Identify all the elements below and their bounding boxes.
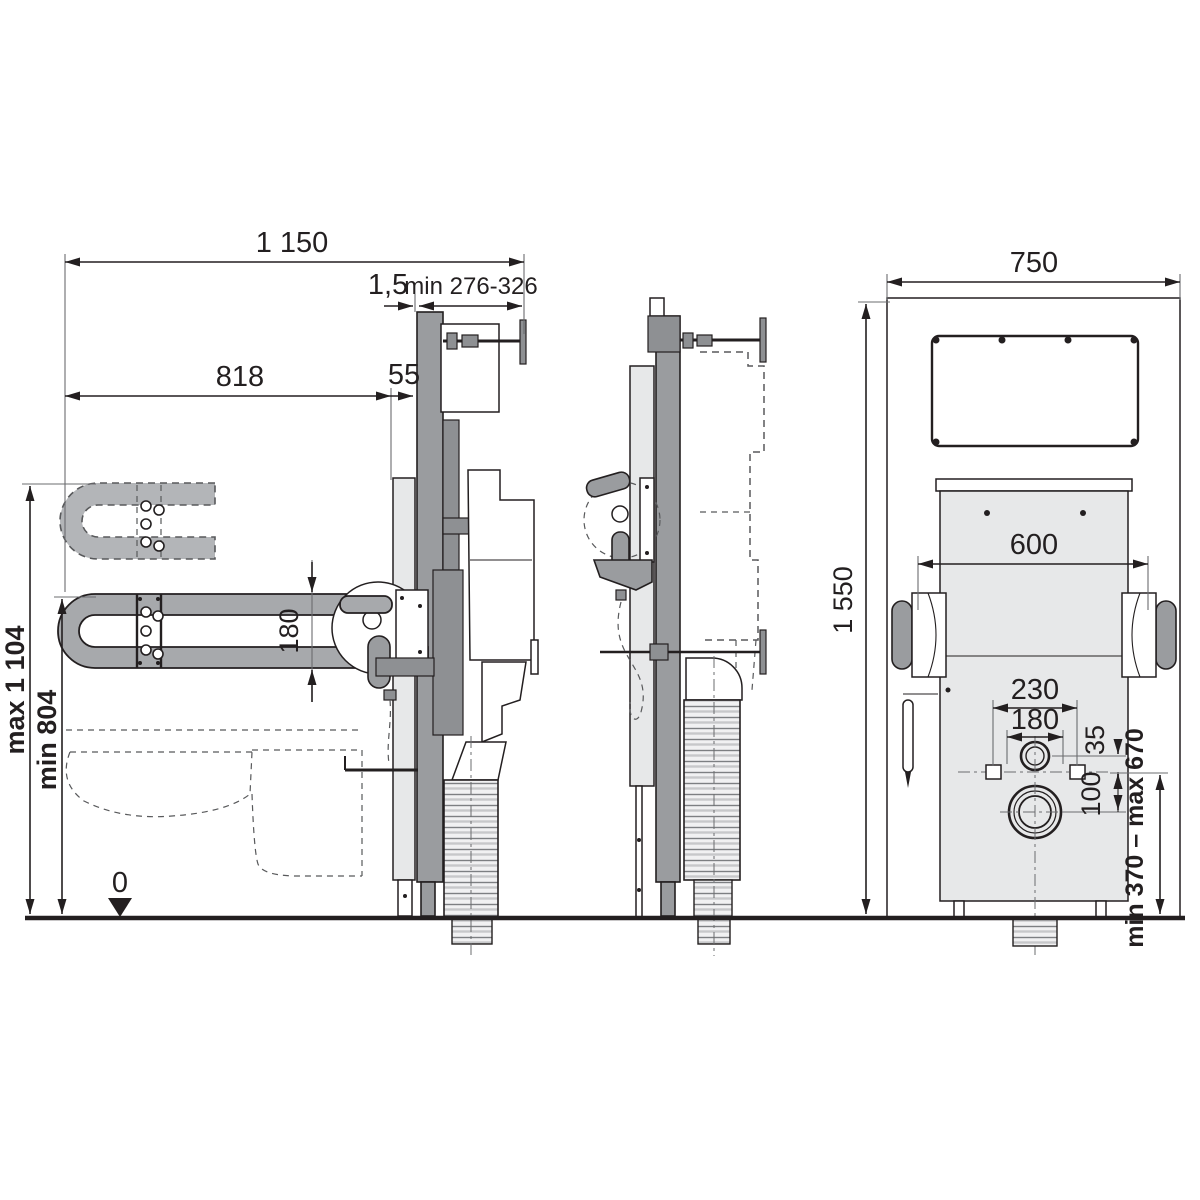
pivot-mechanism-b [583,471,661,720]
bar-top-end [339,595,393,614]
foot-bolt-dot [403,894,407,898]
drain-bellows-b [683,699,741,881]
anchor-nut [446,332,458,350]
cistern-dashed-b [700,351,765,694]
plate-screws [140,606,164,660]
wall-flange-bottom-b [759,629,767,675]
connection-points-front [958,736,1112,956]
cistern-side [467,469,539,675]
dim-bar-length-label: 818 [216,361,264,393]
bracket-curve-right [1131,592,1141,678]
folded-handle-b [585,471,631,498]
frame-rear-foot [420,881,436,917]
panel-leg-right [1095,900,1107,919]
dim-front-width-label: 750 [1010,247,1058,279]
dim-wall-gap-label: 1,5 [368,269,408,301]
drain-neck-b [693,879,733,919]
dim-height-min-label: min 804 [32,690,62,791]
view-side-frame-only [583,297,767,956]
grab-bar-mounts-front [891,592,1177,788]
pivot-plate [395,589,429,671]
flush-connection [344,657,435,772]
drain-plumbing-side [443,661,527,956]
bar-bracket-right [1121,592,1157,678]
dim-bolt-outer-label: 230 [1011,674,1059,706]
wall-anchor-top [443,319,527,365]
frame-foot-b [660,881,676,917]
bracket-plate [930,334,1140,448]
wall-anchor-top-b [680,317,767,363]
wall-flange [519,319,527,365]
plate-screws-ghost [140,500,165,552]
anchor-sleeve [461,334,479,348]
view-side-with-toilet: 1 150 1,5 min 276-326 818 55 180 max 1 1… [0,227,539,956]
pivot-plate-b [639,477,655,563]
bar-bracket-left [911,592,947,678]
top-tube-b [649,297,665,317]
bar-end-left [891,600,913,670]
dim-drain-height-label: min 370 – max 670 [1121,728,1149,948]
cistern-ghost-outline [700,351,765,641]
wall-anchor-bottom-b [600,629,767,675]
frame-lower-block [432,569,464,736]
drain-stub-front [1012,917,1058,947]
frame-step-block [442,419,460,571]
dim-inlet-offset-label: 35 [1080,725,1110,755]
bracket-curve-left [927,592,937,678]
toilet-back-lines [252,749,363,876]
drain-plumbing-b [683,656,743,956]
pull-cord [387,699,391,765]
toilet-bowl-curve [65,751,253,818]
dim-total-depth-label: 1 150 [256,227,329,259]
view-front: 750 1 550 600 230 180 35 [828,247,1181,956]
support-arm-b [592,559,653,591]
dim-anchor-range-label: min 276-326 [404,273,537,300]
floor-zero-label: 0 [112,867,128,899]
top-block-b [647,315,681,353]
panel-top-rail [935,478,1133,492]
flush-funnel [481,661,527,744]
toilet-trap-curve [251,793,362,877]
cord-bolt-b [615,589,627,601]
frame-post-b [655,315,681,883]
grab-bar-raised [59,482,216,560]
dimensions-front-view: 750 1 550 600 230 180 35 [828,247,1181,948]
upper-bracket-front [930,334,1140,448]
dim-frame-depth-label: 55 [388,359,420,391]
dimensions-side-view: 1 150 1,5 min 276-326 818 55 180 max 1 1… [0,227,538,917]
wall-flange-top-b [759,317,767,363]
dim-height-max-label: max 1 104 [0,625,30,754]
cord-bolt [383,689,397,701]
cistern-lower-flange [530,639,539,675]
drain-bellows [443,779,499,919]
dim-frame-height-label: 1 550 [828,566,858,634]
pivot-mechanism-side [331,581,429,765]
cistern-body [467,469,535,661]
pivot-hole-b [611,505,629,523]
pull-cord-b [617,601,644,720]
dim-bolt-inner-label: 180 [1011,704,1059,736]
toilet-dashed-outline [65,729,363,877]
panel-leg-b [635,785,643,919]
pull-remote [902,699,914,773]
dim-drain-offset-label: 100 [1076,771,1106,816]
bolt-left [985,764,1002,780]
floor-zero-marker [108,898,132,917]
dim-mount-spacing-label: 600 [1010,529,1058,561]
pull-remote-tip [905,772,911,788]
bar-end-right [1155,600,1177,670]
drain-elbow [450,741,507,781]
grab-bar-raised-ghost [59,482,216,560]
drain-stub-below-floor [451,917,493,945]
frame-back-panel [392,477,416,881]
dim-tube-spacing-label: 180 [274,608,304,653]
seat-bracket [375,657,435,677]
panel-leg-left [953,900,965,919]
